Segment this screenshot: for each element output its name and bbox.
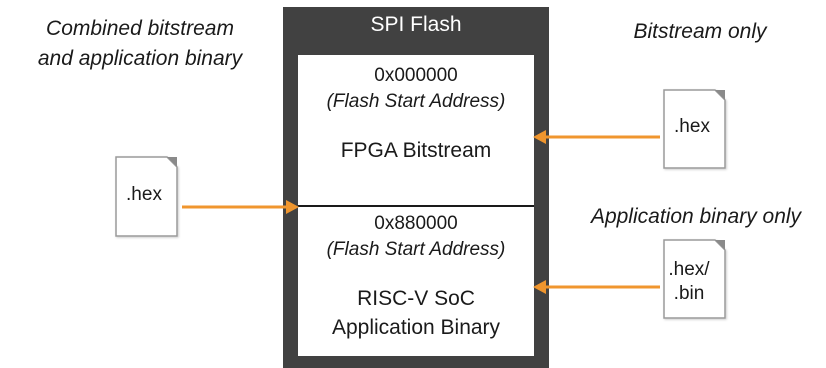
- combined-file-label: .hex: [126, 184, 162, 205]
- application-file-label-line1: .hex/: [668, 259, 710, 280]
- region2-name-line1: RISC-V SoC: [357, 287, 475, 310]
- left-caption: Combined bitstream and application binar…: [0, 14, 280, 74]
- application-file-label: .hex/ .bin: [664, 258, 714, 306]
- combined-file-icon: [115, 156, 178, 237]
- application-file-icon: [663, 239, 726, 319]
- application-file-label-line2: .bin: [673, 283, 705, 304]
- region2-address-note: (Flash Start Address): [326, 239, 506, 260]
- region2-address: 0x880000: [374, 213, 458, 234]
- left-caption-line2: and application binary: [37, 47, 243, 70]
- spi-flash-title: SPI Flash: [370, 13, 462, 36]
- arrow-bitstream-to-region1: [533, 130, 660, 144]
- arrow-application-to-region2: [533, 280, 660, 294]
- region2-name-line2: Application Binary: [331, 316, 501, 339]
- region1-address-note: (Flash Start Address): [326, 91, 506, 112]
- arrow-combined-to-flash: [182, 200, 299, 214]
- bitstream-file-icon: [663, 89, 726, 169]
- bitstream-file-label: .hex: [674, 116, 710, 137]
- left-caption-line1: Combined bitstream: [46, 17, 234, 40]
- region1-name: FPGA Bitstream: [340, 139, 492, 162]
- region1-address: 0x000000: [374, 65, 458, 86]
- region-divider: [298, 205, 534, 207]
- top-right-caption: Bitstream only: [633, 20, 767, 43]
- bottom-right-caption: Application binary only: [590, 205, 802, 228]
